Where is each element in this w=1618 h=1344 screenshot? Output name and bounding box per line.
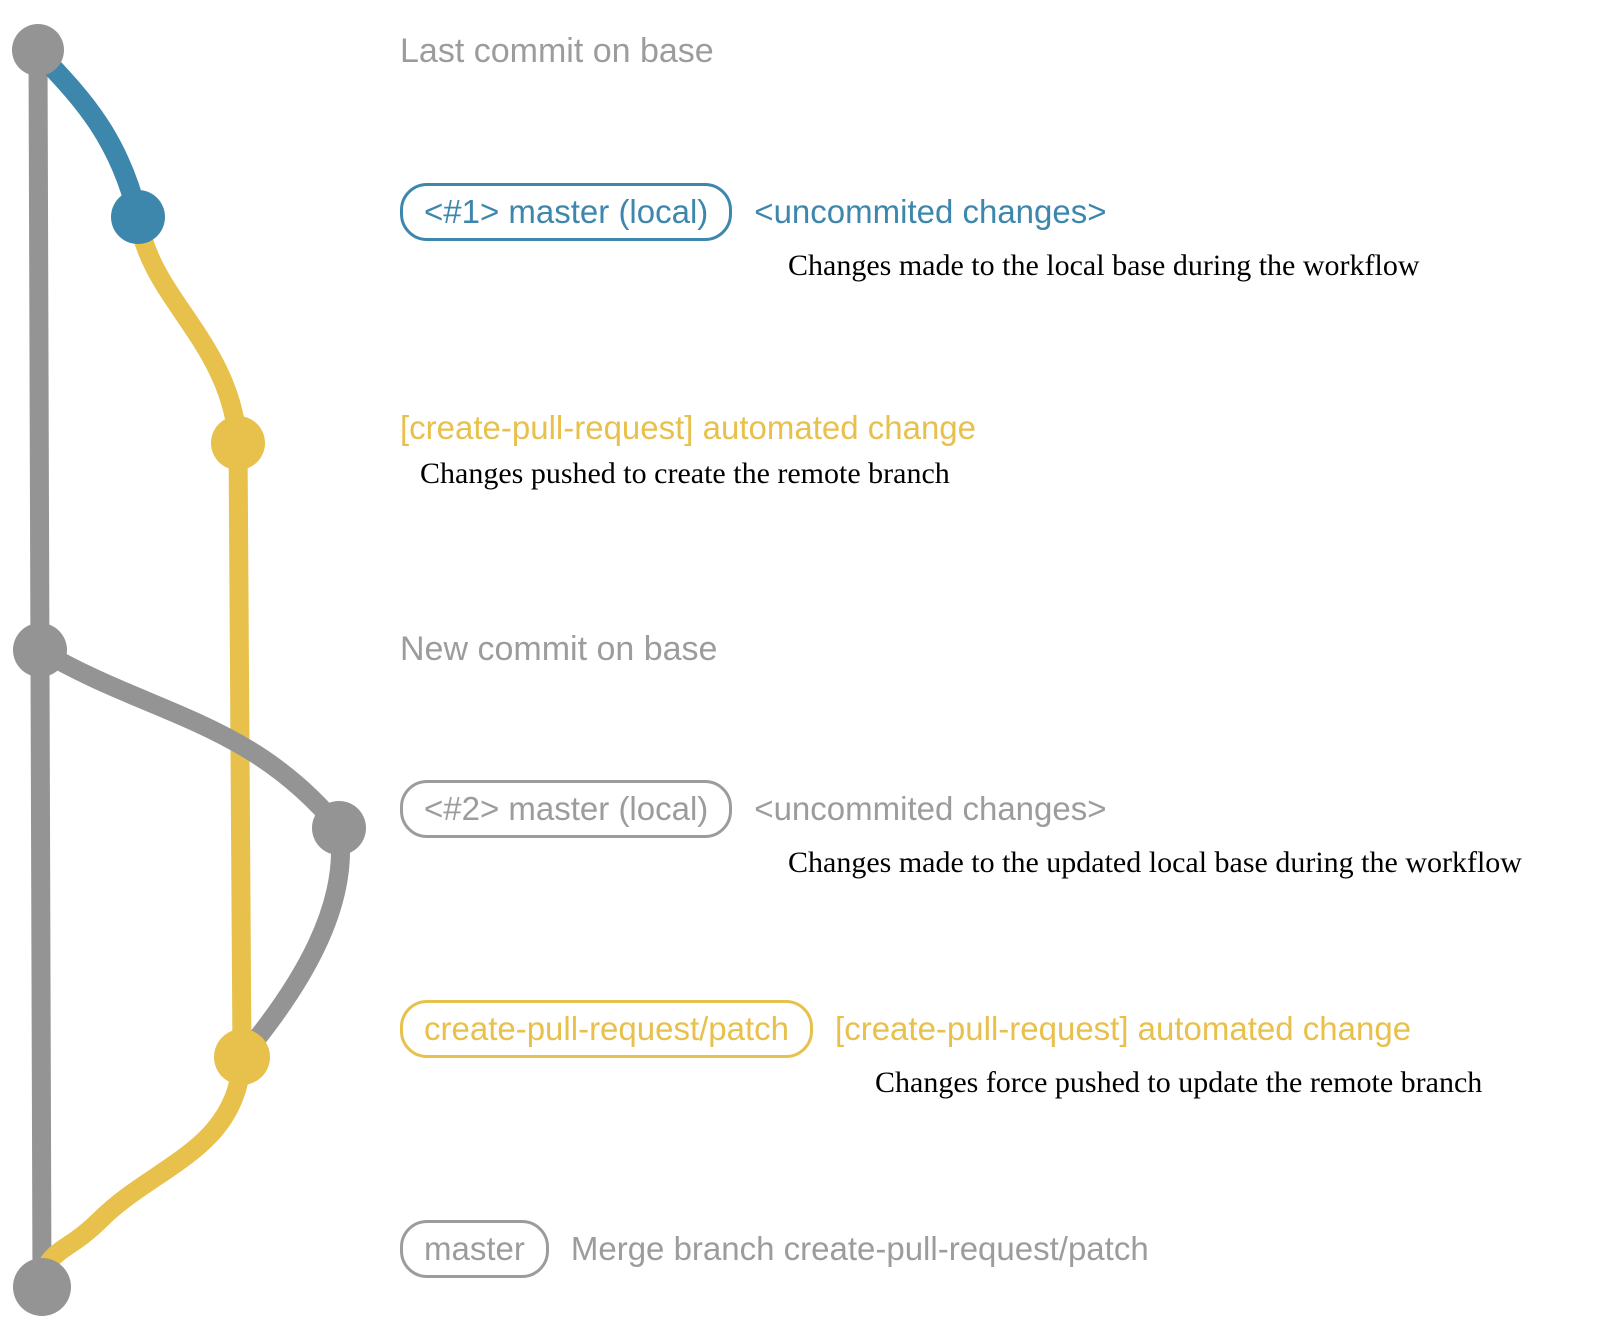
annotation-last-commit: Last commit on base bbox=[400, 32, 714, 71]
new-commit-label: New commit on base bbox=[400, 630, 718, 668]
commit-message-automated-2: [create-pull-request] automated change bbox=[835, 1010, 1412, 1048]
annotation-new-commit: New commit on base bbox=[400, 630, 717, 669]
local-merge-edge bbox=[232, 818, 351, 1067]
commit-node-base-new bbox=[13, 623, 67, 677]
patch-branch-edge bbox=[32, 207, 252, 1297]
branch-badge-master: master bbox=[400, 1220, 549, 1279]
branch-badge-master-local-2: <#2> master (local) bbox=[400, 780, 733, 839]
annotation-local-commit-2: <#2> master (local) <uncommited changes>… bbox=[400, 780, 1522, 880]
commit-message-uncommited-2: <uncommited changes> bbox=[754, 790, 1107, 828]
annotation-patch-commit-2: create-pull-request/patch [create-pull-r… bbox=[400, 1000, 1482, 1100]
annotation-merge-commit: master Merge branch create-pull-request/… bbox=[400, 1220, 1149, 1279]
commit-node-local-2 bbox=[312, 801, 366, 855]
note-force-push: Changes force pushed to update the remot… bbox=[875, 1066, 1483, 1100]
commit-node-patch-1 bbox=[211, 416, 265, 470]
annotation-local-commit-1: <#1> master (local) <uncommited changes>… bbox=[400, 183, 1420, 283]
local-commit-1-edge bbox=[28, 42, 148, 227]
note-push-create: Changes pushed to create the remote bran… bbox=[420, 457, 950, 490]
annotation-patch-commit-1: [create-pull-request] automated change C… bbox=[400, 409, 976, 491]
commit-node-merge bbox=[13, 1258, 71, 1316]
base-update-edge bbox=[30, 640, 349, 838]
commit-message-automated-1: [create-pull-request] automated change bbox=[400, 409, 977, 446]
branch-badge-patch: create-pull-request/patch bbox=[400, 1000, 814, 1059]
commit-node-base-head bbox=[12, 24, 64, 76]
commit-node-local-1 bbox=[111, 190, 165, 244]
last-commit-label: Last commit on base bbox=[400, 32, 714, 70]
commit-message-uncommited-1: <uncommited changes> bbox=[754, 193, 1107, 231]
branch-badge-master-local-1: <#1> master (local) bbox=[400, 183, 733, 242]
commit-message-merge: Merge branch create-pull-request/patch bbox=[570, 1230, 1149, 1268]
note-local-changes-1: Changes made to the local base during th… bbox=[788, 249, 1420, 283]
note-local-changes-2: Changes made to the updated local base d… bbox=[788, 846, 1522, 880]
commit-node-patch-2 bbox=[214, 1029, 270, 1085]
